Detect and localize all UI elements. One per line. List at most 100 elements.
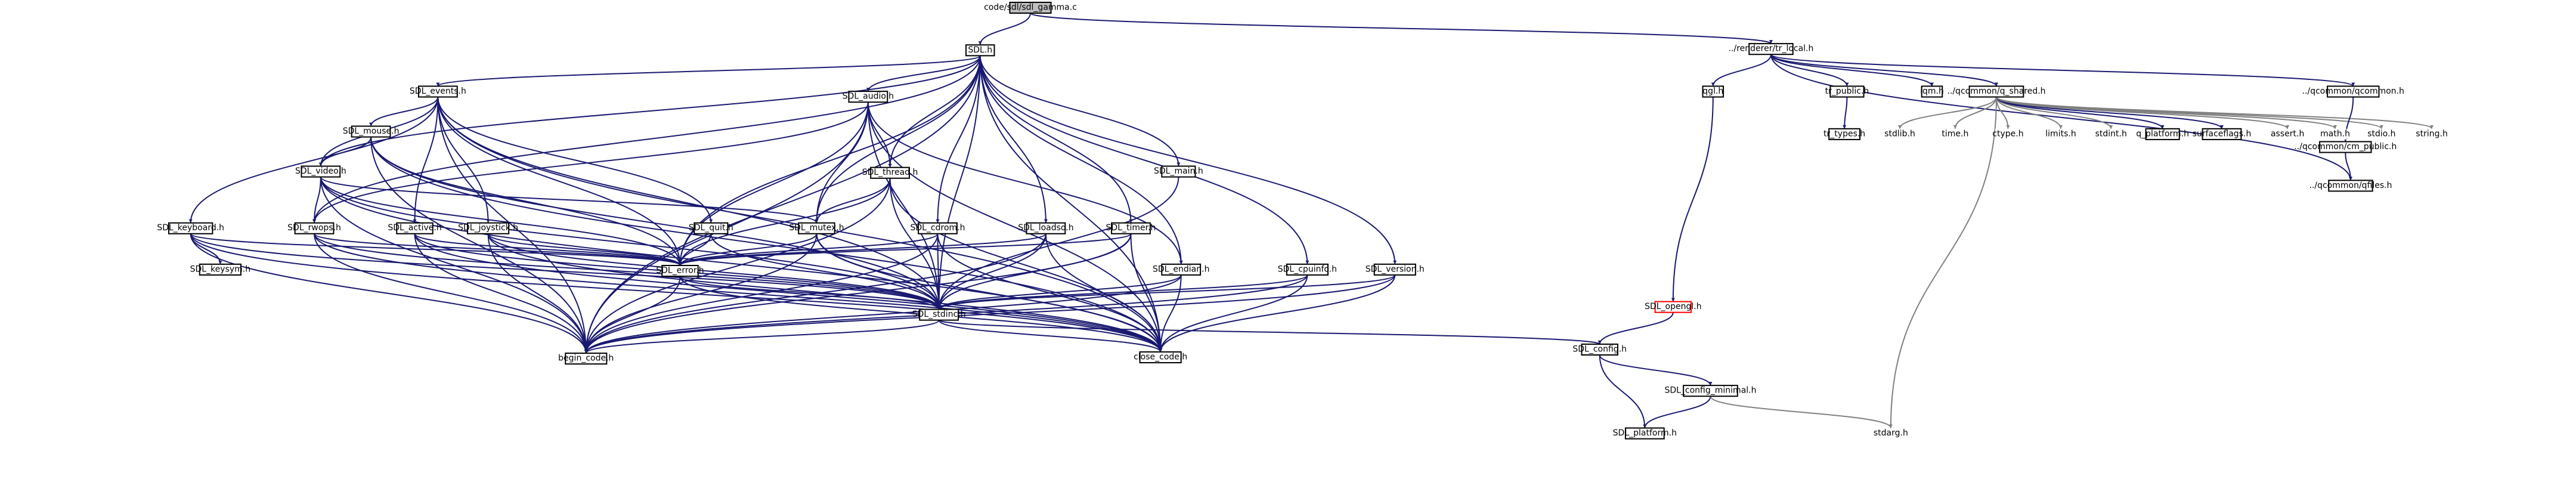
edge-arrowhead <box>1953 125 1957 129</box>
node-box <box>2319 141 2372 153</box>
node-box <box>1624 427 1665 440</box>
node-tr-local-h[interactable]: ../renderer/tr_local.h <box>1729 43 1814 55</box>
node-sdl-opengl-h[interactable]: SDL_opengl.h <box>1645 301 1702 313</box>
edge-arrowhead <box>1930 82 1934 87</box>
node-sdl-active-h[interactable]: SDL_active.h <box>388 222 442 234</box>
edge-sdl_config_minimal_h-to-sdl_platform_h <box>1644 396 1711 428</box>
edge-sdl_video_h-to-sdl_mutex_h <box>320 177 818 224</box>
node-sdl-loadso-h[interactable]: SDL_loadso.h <box>1018 222 1074 234</box>
node-sdl-main-h[interactable]: SDL_main.h <box>1154 165 1203 178</box>
edge-arrowhead <box>1176 162 1181 166</box>
node-sdl-config-h[interactable]: SDL_config.h <box>1572 343 1627 356</box>
node-close-code-h[interactable]: close_code.h <box>1134 351 1187 363</box>
node-label: time.h <box>1942 129 1968 138</box>
node-box <box>1878 428 1904 439</box>
edge-tr_local_h-to-qgl_h <box>1712 54 1772 87</box>
edge-sdl_thread_h-to-begin_code_h <box>585 178 891 354</box>
node-sdl-mutex-h[interactable]: SDL_mutex.h <box>789 222 844 234</box>
edge-q_shared_h-to-string_h <box>1996 96 2433 129</box>
node-sdl-thread-h[interactable]: SDL_thread.h <box>862 166 918 179</box>
node-label: assert.h <box>2271 129 2304 138</box>
node-box <box>1654 301 1692 313</box>
node-cm-public-h[interactable]: ../qcommon/cm_public.h <box>2294 141 2397 153</box>
node-qcommon-h[interactable]: ../qcommon/qcommon.h <box>2302 85 2404 98</box>
node-box <box>467 222 510 234</box>
node-label: SDL_endian.h <box>1153 264 1210 274</box>
node-label: surfaceflags.h <box>2193 129 2252 138</box>
edge-sdl_h-to-sdl_cdrom_h <box>937 55 981 223</box>
node-sdl-h[interactable]: SDL.h <box>965 44 995 57</box>
node-tr-types-h[interactable]: tr_types.h <box>1823 128 1865 140</box>
node-sdl-cpuinfo-h[interactable]: SDL_cpuinfo.h <box>1278 263 1337 276</box>
node-math-h: math.h <box>2320 128 2350 140</box>
node-label: SDL_mutex.h <box>789 223 844 233</box>
edge-arrowhead <box>709 219 713 223</box>
node-qfiles-h[interactable]: ../qcommon/qfiles.h <box>2309 180 2392 192</box>
node-sdl-mouse-h[interactable]: SDL_mouse.h <box>343 125 400 138</box>
node-label: SDL_keyboard.h <box>157 223 224 233</box>
node-box <box>2370 128 2394 140</box>
edge-arrowhead <box>218 260 222 264</box>
node-box <box>1748 43 1794 55</box>
node-sdl-quit-h[interactable]: SDL_quit.h <box>689 222 733 234</box>
node-sdl-joystick-h[interactable]: SDL_joystick.h <box>458 222 518 234</box>
node-box <box>294 222 335 234</box>
node-q-shared-h[interactable]: ../qcommon/q_shared.h <box>1947 85 2046 98</box>
node-label: SDL_error.h <box>656 266 704 276</box>
node-sdl-timer-h[interactable]: SDL_timer.h <box>1106 222 1156 234</box>
node-label: qgl.h <box>1702 87 1723 96</box>
edge-arrowhead <box>1393 260 1397 264</box>
node-label: SDL_keysym.h <box>190 264 251 274</box>
node-surfaceflags-h[interactable]: surfaceflags.h <box>2193 128 2252 140</box>
node-sdl-error-h[interactable]: SDL_error.h <box>656 265 704 277</box>
edge-sdl_timer_h-to-begin_code_h <box>585 233 1132 354</box>
edge-sdl_timer_h-to-sdl_error_h <box>679 233 1132 266</box>
edge-tr_local_h-to-q_shared_h <box>1770 54 1997 87</box>
node-sdl-audio-h[interactable]: SDL_audio.h <box>843 91 894 103</box>
edge-sdl_audio_h-to-sdl_stdinc_h <box>867 102 940 310</box>
node-box <box>1139 351 1182 363</box>
node-qgl-h[interactable]: qgl.h <box>1702 85 1724 98</box>
edge-q_shared_h-to-time_h <box>1954 97 1997 129</box>
node-box <box>1009 1 1052 14</box>
edge-arrowhead <box>2220 125 2224 129</box>
edge-sdl_endian_h-to-sdl_stdinc_h <box>938 274 1182 310</box>
edge-root-to-sdl_h <box>979 13 1031 45</box>
edge-arrowhead <box>2286 125 2290 129</box>
edge-root-to-tr_local_h <box>1030 13 1772 45</box>
node-sdl-platform-h[interactable]: SDL_platform.h <box>1613 427 1677 440</box>
node-sdl-keysym-h[interactable]: SDL_keysym.h <box>190 263 251 276</box>
node-sdl-endian-h[interactable]: SDL_endian.h <box>1153 263 1210 276</box>
edge-q_shared_h-to-stdlib_h <box>1899 97 1997 129</box>
node-box <box>1026 222 1066 234</box>
edge-arrowhead <box>2351 82 2355 87</box>
node-label: ../qcommon/qfiles.h <box>2309 181 2392 190</box>
edge-sdl_cpuinfo_h-to-close_code_h <box>1160 274 1308 352</box>
node-tr-public-h[interactable]: tr_public.h <box>1825 85 1869 98</box>
node-label: SDL_video.h <box>295 166 346 176</box>
node-box <box>1943 128 1967 140</box>
node-sdl-rwops-h[interactable]: SDL_rwops.h <box>287 222 341 234</box>
node-sdl-stdinc-h[interactable]: SDL_stdinc.h <box>912 308 966 321</box>
edge-sdl_cdrom_h-to-begin_code_h <box>585 233 939 354</box>
edge-sdl_quit_h-to-sdl_error_h <box>679 233 712 266</box>
node-q-platform-h[interactable]: q_platform.h <box>2136 128 2189 140</box>
node-sdl-video-h[interactable]: SDL_video.h <box>295 165 346 178</box>
node-sdl-config-minimal-h[interactable]: SDL_config_minimal.h <box>1664 385 1756 397</box>
node-iqm-h[interactable]: iqm.h <box>1920 85 1944 98</box>
edge-sdl_thread_h-to-sdl_error_h <box>679 178 891 266</box>
node-label: SDL_opengl.h <box>1645 302 1702 311</box>
edge-sdl_audio_h-to-sdl_endian_h <box>867 102 1182 264</box>
node-label: ctype.h <box>1992 129 2023 138</box>
node-begin-code-h[interactable]: begin_code.h <box>558 353 614 365</box>
node-root[interactable]: code/sdl/sdl_gamma.c <box>984 1 1077 14</box>
node-sdl-version-h[interactable]: SDL_version.h <box>1366 263 1425 276</box>
node-box <box>2145 128 2180 140</box>
node-sdl-keyboard-h[interactable]: SDL_keyboard.h <box>157 222 224 234</box>
edge-arrowhead <box>188 219 193 223</box>
node-sdl-events-h[interactable]: SDL_events.h <box>410 85 466 98</box>
node-sdl-cdrom-h[interactable]: SDL_cdrom.h <box>910 222 965 234</box>
edge-sdl_video_h-to-sdl_error_h <box>320 177 681 266</box>
